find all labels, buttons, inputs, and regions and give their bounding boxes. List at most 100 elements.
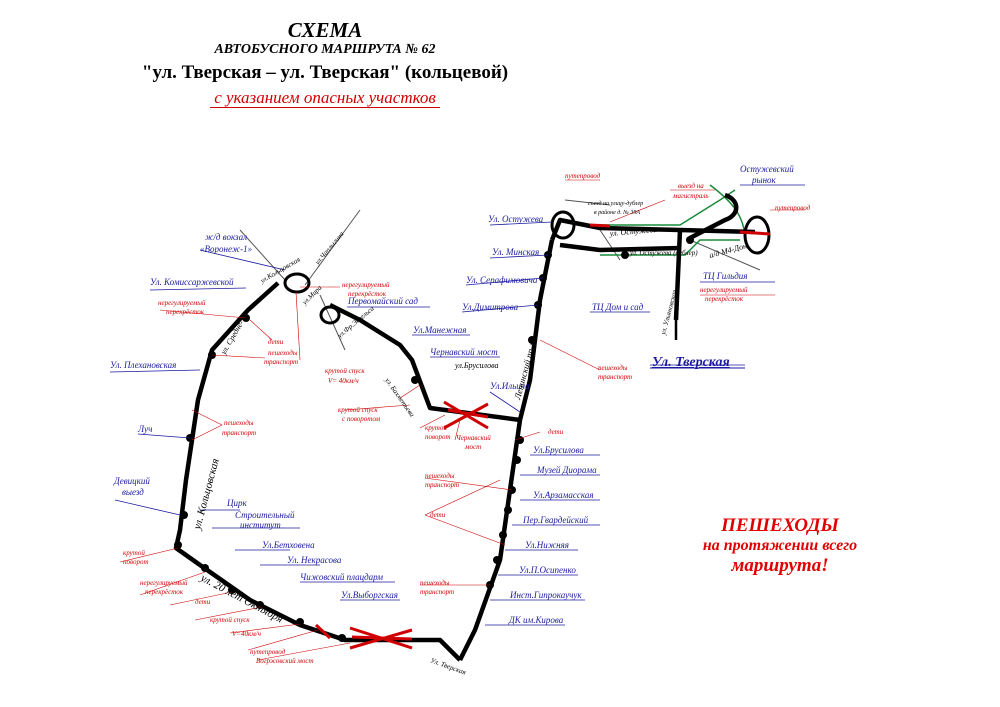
hazard-label: крутой спуск — [338, 406, 378, 414]
stop-label: Инст.Гипрокаучук — [509, 590, 582, 600]
stop-label: Первомайский сад — [347, 296, 418, 306]
stop-dot — [338, 634, 346, 642]
stop-dot — [528, 336, 536, 344]
stop-dot — [228, 586, 236, 594]
stop-label: Ул.Ильича — [490, 381, 530, 391]
hazard-label: путепровод — [565, 172, 601, 180]
hazard-label: крутой спуск — [210, 616, 250, 624]
stop-label: Ул.Димитрова — [462, 302, 519, 312]
stop-label: Ул.Арзамасская — [533, 490, 594, 500]
stop-label: ул.Брусилова — [454, 361, 499, 370]
hazard-label: мост — [464, 443, 481, 451]
hazard-label: выезд на — [678, 182, 704, 190]
stop-label: Остужевский — [740, 164, 794, 174]
title-line1: СХЕМА — [287, 18, 363, 42]
hazard-label: дети — [548, 428, 564, 436]
hazard-label: транспорт — [598, 373, 632, 381]
hazard-label: перекрёсток — [166, 308, 205, 316]
hazard-label: транспорт — [420, 588, 454, 596]
hazard-label: транспорт — [264, 358, 298, 366]
hazard-label: перекрёсток — [705, 295, 744, 303]
stop-dot — [411, 376, 419, 384]
stop-dot — [180, 511, 188, 519]
hazard-label: дети — [195, 598, 211, 606]
hazard-label: пешеходы — [268, 349, 298, 357]
stop-label: Ул.Бетховена — [262, 540, 315, 550]
hazard-label: нерегулируемый — [140, 579, 188, 587]
stop-label: рынок — [751, 175, 777, 185]
stop-label: институт — [240, 520, 281, 530]
hazard-label: магистраль — [672, 192, 709, 200]
stop-dot — [499, 531, 507, 539]
stop-dot — [513, 456, 521, 464]
hazard-segments — [314, 223, 771, 650]
hazard-label: Чернавский — [456, 434, 491, 442]
stop-label: ж/д вокзал — [205, 232, 247, 242]
hazard-label: крутой спуск — [325, 367, 365, 375]
street-label: ул. Кольцовская — [191, 457, 222, 532]
hazard-label: пешеходы — [425, 472, 455, 480]
hazard-label: крутой — [123, 549, 145, 557]
hazard-label: пешеходы — [420, 579, 450, 587]
hazard-label: пешеходы — [224, 419, 254, 427]
street-label: ул.Чаплыгина — [313, 230, 346, 267]
stop-label: Пер.Гвардейский — [522, 515, 589, 525]
hazard-label: путепровод — [250, 648, 286, 656]
terminal-marker — [650, 320, 745, 369]
hazard-label: V= 40км/ч — [328, 377, 359, 385]
hazard-label: с поворотом — [342, 415, 381, 423]
stop-label: выезд — [122, 487, 144, 497]
stop-label: Ул.Манежная — [413, 325, 466, 335]
hazard-label: нерегулируемый — [700, 286, 748, 294]
stop-label: Чижовский плацдарм — [300, 572, 383, 582]
stop-label: Ул. Плехановская — [110, 360, 176, 370]
hazard-label: транспорт — [425, 481, 459, 489]
hazard-leaders — [119, 179, 805, 661]
hazard-label: перекрёсток — [348, 290, 387, 298]
stop-dot — [174, 541, 182, 549]
hazard-label: пешеходы — [598, 364, 628, 372]
main-route-line — [173, 192, 756, 662]
hazard-label: перекрёсток — [145, 588, 184, 596]
stop-label: Луч — [137, 424, 152, 434]
terminal-label: Ул. Тверская — [652, 355, 730, 370]
stop-dot — [296, 618, 304, 626]
street-label: а/д М4-Дон — [708, 241, 748, 260]
hazard-label: нерегулируемый — [342, 281, 390, 289]
hazard-label: дети — [268, 338, 284, 346]
stop-label: Ул.Нижняя — [525, 540, 569, 550]
hazard-label: V=40км/ч — [232, 630, 262, 638]
stop-label: Ул. Некрасова — [287, 555, 342, 565]
stop-label: Чернавский мост — [430, 347, 498, 357]
hazard-label: съезд на улицу-дублер — [588, 200, 643, 207]
stop-label: Музей Диорама — [536, 465, 597, 475]
hazard-label: Вогрэсовский мост — [256, 657, 314, 665]
stop-label: Ул.Брусилова — [533, 445, 584, 455]
stop-dot — [493, 556, 501, 564]
title-line2: АВТОБУСНОГО МАРШРУТА № 62 — [214, 42, 436, 57]
hazard-label: транспорт — [222, 429, 256, 437]
stop-label: Ул.П.Осипенко — [519, 565, 576, 575]
stop-label: Строительный — [235, 510, 295, 520]
stop-label: Девицкий — [113, 476, 150, 486]
hazard-label: в районе д. № 39А — [594, 209, 640, 216]
hazard-label: путепровод — [775, 204, 811, 212]
street-label: ул. Остужева (дублер) — [629, 249, 698, 257]
stop-dot — [686, 236, 694, 244]
stop-dot — [504, 506, 512, 514]
stop-label: ТЦ Дом и сад — [592, 302, 644, 312]
hazard-label: нерегулируемый — [158, 299, 206, 307]
stop-label: ТЦ Гильдия — [703, 271, 747, 281]
stop-label: Ул. Комиссаржевской — [150, 277, 234, 287]
hazard-label: поворот — [123, 558, 149, 566]
title-subtitle: с указанием опасных участков — [0, 88, 650, 108]
stop-label: «Воронеж-1» — [200, 244, 253, 254]
stop-dot — [621, 251, 629, 259]
stop-label: Ул.Выборгская — [341, 590, 398, 600]
stop-label: Ул. Остужева — [488, 214, 544, 224]
title-line3: "ул. Тверская – ул. Тверская" (кольцевой… — [141, 62, 509, 83]
hazard-label: дети — [430, 511, 446, 519]
stop-label: Ул. Минская — [492, 247, 539, 257]
stop-dot — [201, 564, 209, 572]
